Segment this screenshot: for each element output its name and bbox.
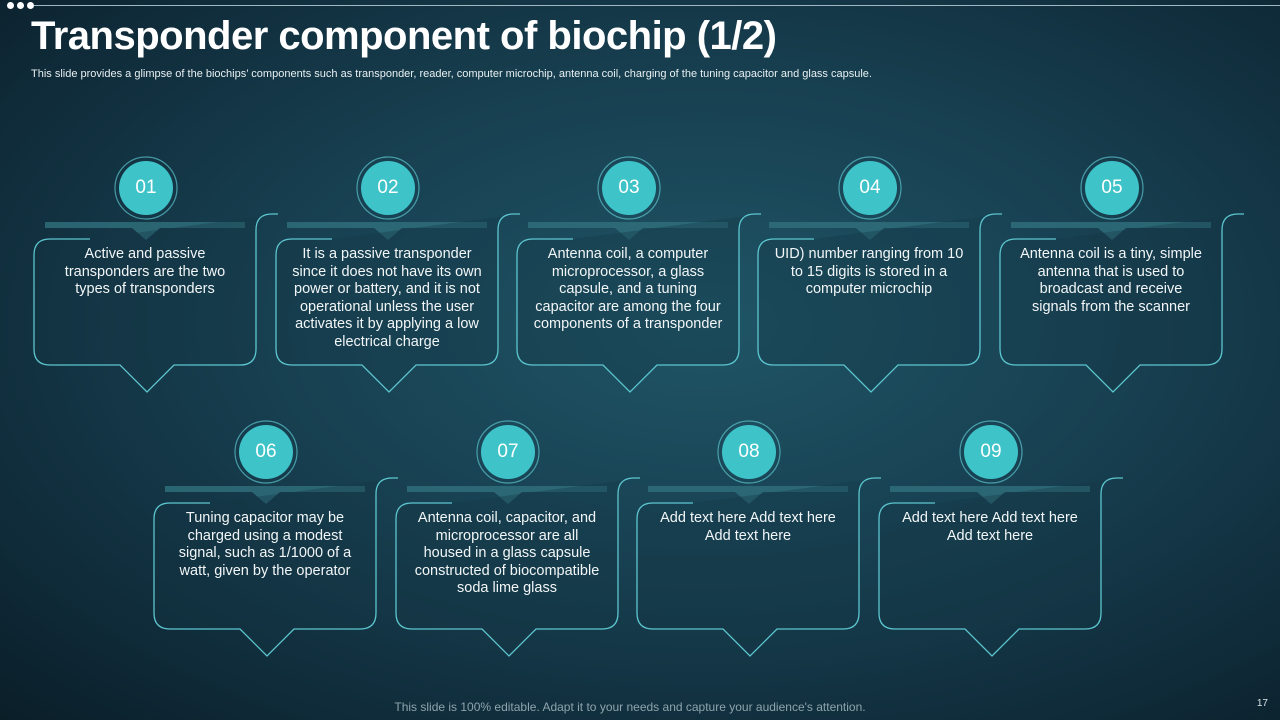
card-text: Antenna coil, a computer microprocessor,…	[533, 246, 723, 333]
card-outline	[999, 156, 1244, 393]
card-09: 09 Add text here Add text here Add text …	[865, 414, 1135, 664]
page-subtitle: This slide provides a glimpse of the bio…	[31, 68, 872, 80]
card-04: 04 UID) number ranging from 10 to 15 dig…	[744, 150, 1014, 400]
step-number-badge: 04	[843, 161, 897, 215]
card-03: 03 Antenna coil, a computer microprocess…	[503, 150, 773, 400]
card-text: UID) number ranging from 10 to 15 digits…	[774, 246, 964, 298]
card-outline	[878, 420, 1123, 657]
header-divider	[34, 5, 1280, 6]
card-outline	[33, 156, 278, 393]
card-outline	[275, 156, 520, 393]
step-number-badge: 06	[239, 425, 293, 479]
card-outline	[636, 420, 881, 657]
footer-note: This slide is 100% editable. Adapt it to…	[394, 700, 866, 714]
card-outline	[395, 420, 640, 657]
card-text: Add text here Add text here Add text her…	[902, 510, 1078, 544]
card-text: Antenna coil is a tiny, simple antenna t…	[1020, 246, 1202, 315]
card-outline	[516, 156, 761, 393]
page-number: 17	[1256, 698, 1268, 709]
card-text: Antenna coil, capacitor, and microproces…	[414, 510, 600, 597]
card-07: 07 Antenna coil, capacitor, and micropro…	[382, 414, 652, 664]
card-08: 08 Add text here Add text here Add text …	[623, 414, 893, 664]
step-number-badge: 08	[722, 425, 776, 479]
card-06: 06 Tuning capacitor may be charged using…	[140, 414, 410, 664]
menu-dots-icon	[7, 2, 34, 9]
card-text: Tuning capacitor may be charged using a …	[178, 510, 352, 579]
step-number-badge: 01	[119, 161, 173, 215]
card-text: It is a passive transponder since it doe…	[292, 246, 482, 350]
step-number-badge: 07	[481, 425, 535, 479]
step-number-badge: 05	[1085, 161, 1139, 215]
card-text: Add text here Add text here Add text her…	[660, 510, 836, 544]
card-outline	[757, 156, 1002, 393]
step-number-badge: 09	[964, 425, 1018, 479]
step-number-badge: 02	[361, 161, 415, 215]
step-number-badge: 03	[602, 161, 656, 215]
card-outline	[153, 420, 398, 657]
page-title: Transponder component of biochip (1/2)	[31, 14, 777, 58]
card-text: Active and passive transponders are the …	[64, 246, 226, 298]
card-02: 02 It is a passive transponder since it …	[262, 150, 532, 400]
card-01: 01 Active and passive transponders are t…	[20, 150, 290, 400]
card-05: 05 Antenna coil is a tiny, simple antenn…	[986, 150, 1256, 400]
